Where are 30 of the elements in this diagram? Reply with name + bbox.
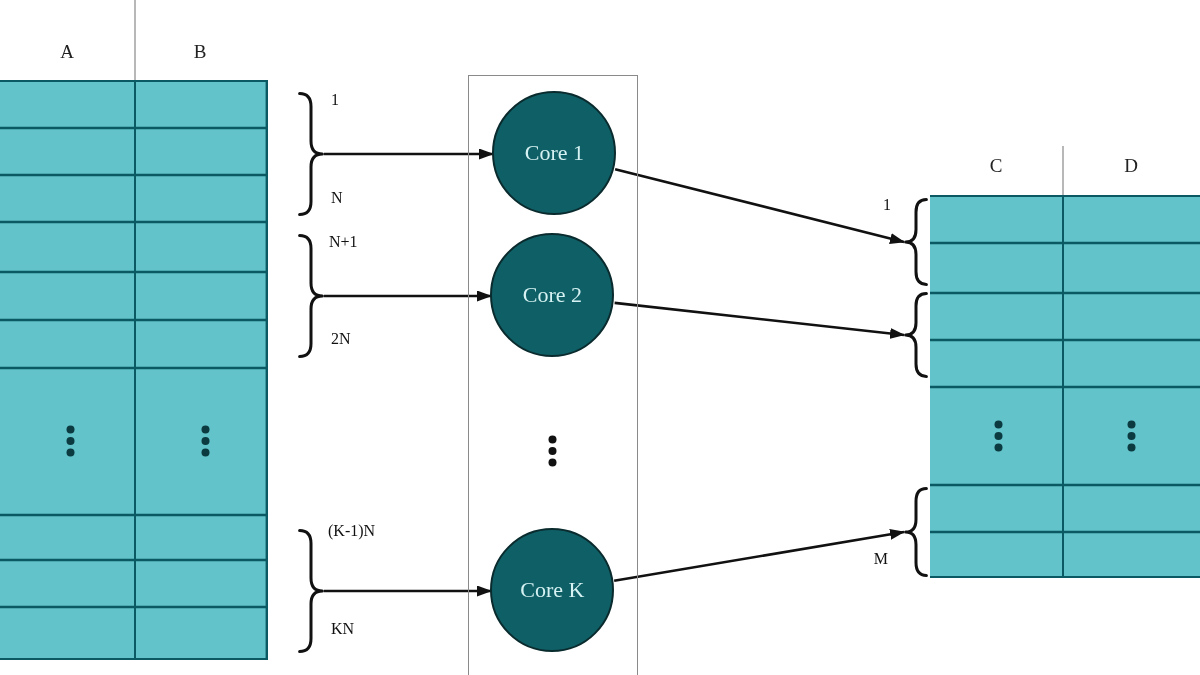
- range-label: N+1: [329, 234, 358, 250]
- curly-brace: [298, 234, 324, 358]
- range-label: 1: [331, 92, 339, 108]
- column-header: A: [60, 42, 74, 61]
- curly-brace: [298, 529, 324, 653]
- range-label: 2N: [331, 331, 351, 347]
- arrow: [324, 148, 494, 160]
- core-label: Core 2: [522, 284, 582, 307]
- range-label: (K-1)N: [328, 523, 376, 539]
- range-label: N: [331, 190, 343, 206]
- curly-brace: [904, 487, 928, 577]
- core-label: Core 1: [524, 142, 584, 165]
- curly-brace: [904, 198, 928, 286]
- core-group-frame: [468, 75, 638, 675]
- column-header: C: [989, 156, 1003, 175]
- data-table: [930, 146, 1200, 578]
- column-header: D: [1124, 156, 1138, 175]
- range-label: M: [873, 551, 888, 567]
- data-table: [0, 0, 268, 660]
- curly-brace: [298, 92, 324, 216]
- range-label: KN: [331, 621, 355, 637]
- column-header: B: [193, 42, 207, 61]
- arrow: [614, 167, 905, 244]
- core-label: Core K: [520, 579, 585, 602]
- range-label: 1: [883, 197, 891, 213]
- arrow: [614, 301, 905, 339]
- curly-brace: [904, 292, 928, 378]
- arrow: [613, 528, 905, 582]
- arrow: [324, 585, 492, 597]
- arrow: [324, 290, 492, 302]
